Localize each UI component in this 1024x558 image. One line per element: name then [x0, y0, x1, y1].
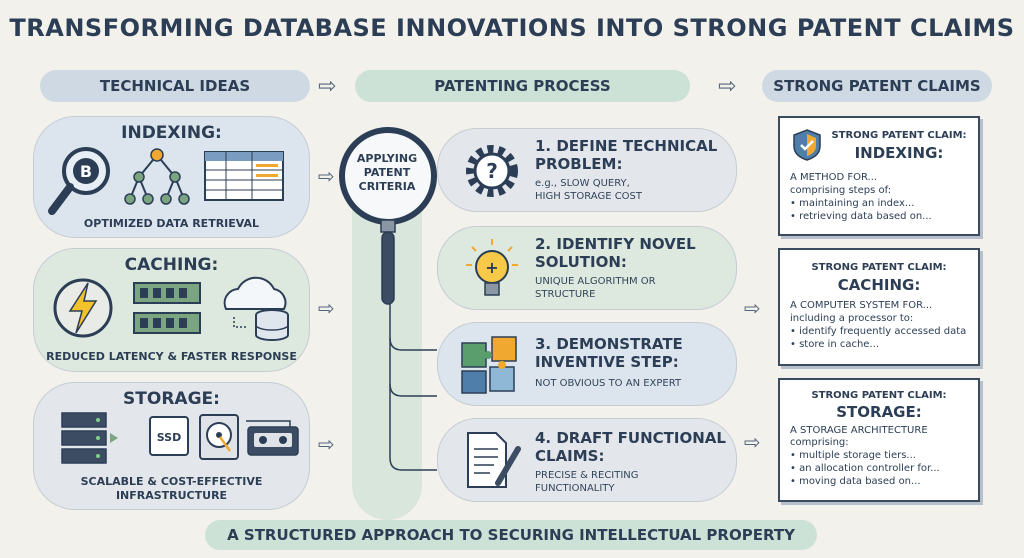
arrow-right-icon: ⇨ [318, 164, 335, 188]
step-desc-line2: FUNCTIONALITY [535, 482, 615, 495]
claim-card-caching: STRONG PATENT CLAIM: CACHING: A COMPUTER… [778, 248, 980, 366]
header-strong-claims: STRONG PATENT CLAIMS [762, 70, 992, 102]
magnifier-label-line2: PATENT [348, 166, 426, 180]
idea-panel-storage: STORAGE: SSD SCALABLE & COST-EFFECTIVE I… [33, 382, 310, 510]
claim-head: STRONG PATENT CLAIM: [780, 390, 978, 401]
claim-line: • an allocation controller for... [790, 463, 940, 475]
step-desc-line1: PRECISE & RECITING [535, 469, 639, 482]
step-title-line1: 2. IDENTIFY NOVEL [535, 235, 696, 253]
arrow-right-icon: ⇨ [744, 296, 761, 320]
step-title-line2: INVENTIVE STEP: [535, 353, 679, 371]
arrow-right-icon: ⇨ [318, 432, 335, 456]
process-step-1: ? 1. DEFINE TECHNICAL PROBLEM: e.g., SLO… [437, 128, 737, 212]
tree-icon [124, 147, 190, 207]
step-title-line2: CLAIMS: [535, 447, 605, 465]
claim-head: STRONG PATENT CLAIM: [800, 130, 998, 141]
table-icon [204, 151, 284, 201]
idea-caption: REDUCED LATENCY & FASTER RESPONSE [34, 350, 309, 363]
gear-question-icon: ? [462, 141, 522, 201]
idea-panel-caching: CACHING: REDUCED LATENCY & FASTER RESPON… [33, 248, 310, 372]
hard-drive-icon [198, 413, 240, 461]
lightning-icon [52, 277, 114, 339]
step-desc-line1: UNIQUE ALGORITHM OR [535, 275, 656, 288]
page-title: TRANSFORMING DATABASE INNOVATIONS INTO S… [0, 14, 1024, 42]
memory-chip-icon [132, 281, 202, 337]
claim-line: • retrieving data based on... [790, 211, 932, 223]
ssd-icon: SSD [148, 415, 190, 457]
header-technical-ideas: TECHNICAL IDEAS [40, 70, 310, 102]
claim-line: comprising: [790, 437, 849, 449]
idea-caption: OPTIMIZED DATA RETRIEVAL [34, 217, 309, 230]
tape-icon [246, 417, 302, 457]
claim-line: • multiple storage tiers... [790, 450, 916, 462]
magnifier-b-tree-icon: B [46, 141, 116, 221]
footer-banner: A STRUCTURED APPROACH TO SECURING INTELL… [205, 520, 817, 550]
claim-line: • moving data based on... [790, 476, 921, 488]
idea-caption-line2: INFRASTRUCTURE [34, 489, 309, 502]
svg-text:+: + [485, 258, 498, 277]
process-step-2: + 2. IDENTIFY NOVEL SOLUTION: UNIQUE ALG… [437, 226, 737, 310]
lightbulb-icon: + [464, 237, 520, 301]
idea-panel-indexing: INDEXING: B OPTIMIZED DATA RETRIEVAL [33, 116, 310, 238]
server-icon [60, 411, 124, 469]
claim-line: A STORAGE ARCHITECTURE [790, 425, 928, 437]
claim-line: A COMPUTER SYSTEM FOR... [790, 300, 932, 312]
arrow-right-icon: ⇨ [318, 296, 335, 320]
idea-caption-line1: SCALABLE & COST-EFFECTIVE [34, 475, 309, 488]
step-title-line1: 4. DRAFT FUNCTIONAL [535, 429, 726, 447]
step-title-line2: PROBLEM: [535, 155, 622, 173]
claim-line: including a processor to: [790, 313, 913, 325]
header-patenting-process: PATENTING PROCESS [355, 70, 690, 102]
arrow-right-icon: ⇨ [744, 430, 761, 454]
claim-line: A METHOD FOR... [790, 172, 877, 184]
svg-text:?: ? [486, 159, 498, 183]
claim-line: comprising steps of: [790, 185, 891, 197]
claim-line: • maintaining an index... [790, 198, 914, 210]
claim-sub: STORAGE: [780, 403, 978, 421]
claim-line: • store in cache... [790, 339, 879, 351]
claim-card-indexing: STRONG PATENT CLAIM: INDEXING: A METHOD … [778, 116, 980, 236]
process-step-4: 4. DRAFT FUNCTIONAL CLAIMS: PRECISE & RE… [437, 418, 737, 502]
header-arrow-icon: ⇨ [318, 74, 336, 99]
idea-title: CACHING: [34, 255, 309, 275]
b-tree-letter: B [80, 162, 92, 181]
cloud-database-icon [214, 275, 298, 343]
claim-sub: INDEXING: [800, 144, 998, 162]
claim-line: • identify frequently accessed data [790, 326, 966, 338]
claim-head: STRONG PATENT CLAIM: [780, 262, 978, 273]
magnifier-label-line3: CRITERIA [348, 180, 426, 194]
puzzle-icon [460, 335, 524, 395]
claim-card-storage: STRONG PATENT CLAIM: STORAGE: A STORAGE … [778, 378, 980, 502]
step-desc-line1: NOT OBVIOUS TO AN EXPERT [535, 377, 681, 390]
step-desc-line2: HIGH STORAGE COST [535, 190, 642, 203]
step-title-line2: SOLUTION: [535, 253, 627, 271]
step-title-line1: 1. DEFINE TECHNICAL [535, 137, 717, 155]
document-pen-icon [464, 429, 524, 493]
process-step-3: 3. DEMONSTRATE INVENTIVE STEP: NOT OBVIO… [437, 322, 737, 406]
ssd-label: SSD [157, 431, 181, 444]
step-desc-line1: e.g., SLOW QUERY, [535, 177, 630, 190]
step-title-line1: 3. DEMONSTRATE [535, 335, 683, 353]
header-arrow-icon: ⇨ [718, 74, 736, 99]
idea-title: INDEXING: [34, 123, 309, 143]
magnifier-label: APPLYING PATENT CRITERIA [348, 152, 426, 194]
step-desc-line2: STRUCTURE [535, 288, 595, 301]
magnifier-label-line1: APPLYING [348, 152, 426, 166]
idea-title: STORAGE: [34, 389, 309, 409]
claim-sub: CACHING: [780, 276, 978, 294]
